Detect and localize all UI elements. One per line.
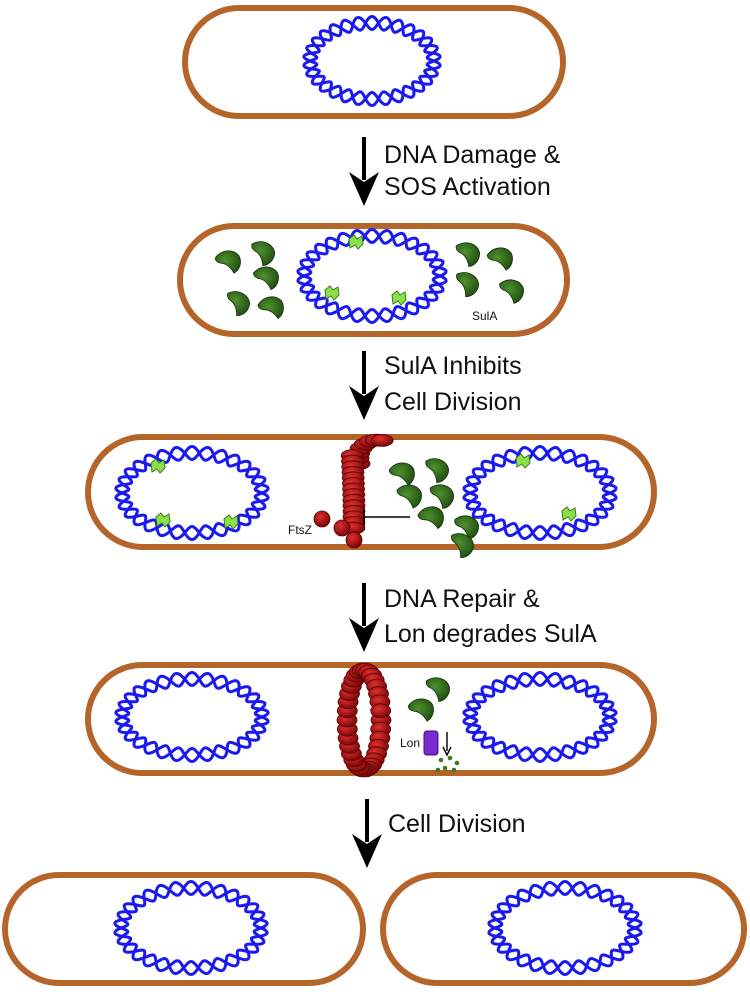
ftsz-ring-unit (370, 703, 392, 719)
ftsz-monomer (345, 531, 363, 549)
sula-protein (396, 484, 422, 509)
step-2-label-line2: Cell Division (384, 388, 522, 416)
sula-protein (227, 291, 251, 317)
sula-protein (456, 272, 480, 298)
dna-ring (114, 444, 270, 542)
cell-5-left (2, 872, 366, 986)
step-arrow (349, 351, 379, 420)
cell-1 (182, 5, 566, 119)
step-arrow (352, 799, 382, 868)
dna-ring (487, 879, 643, 977)
sula-protein (253, 266, 279, 291)
step-2-label-line1: SulA Inhibits (384, 352, 522, 380)
dna-damage-site (223, 514, 239, 530)
sula-protein (451, 533, 475, 559)
dna-damage-site (515, 453, 531, 469)
sula-protein (214, 250, 241, 274)
dna-damage-site (155, 512, 171, 528)
degradation-arrow (442, 732, 452, 757)
dna-ring (302, 14, 442, 108)
sula-fragments (435, 755, 460, 773)
ftsz-polymer-unit (370, 433, 394, 447)
sula-protein (486, 247, 513, 271)
sula-protein (407, 698, 434, 722)
sula-label: SulA (472, 309, 498, 323)
sula-protein (251, 241, 276, 267)
dna-damage-site (150, 458, 166, 474)
step-4-label-line1: Cell Division (388, 810, 526, 838)
ftsz-label: FtsZ (288, 523, 312, 537)
sula-protein (499, 279, 524, 304)
step-3-label-line1: DNA Repair & (384, 585, 540, 613)
dna-damage-site (348, 234, 364, 250)
ftsz-monomer (333, 519, 351, 537)
dna-ring (462, 444, 618, 542)
dna-ring (113, 879, 269, 977)
dna-damage-site (391, 290, 407, 306)
dna-damage-site (324, 285, 340, 301)
lon-protease (423, 730, 439, 756)
dna-damage-site (561, 506, 577, 522)
step-arrow (349, 583, 379, 652)
lon-label: Lon (400, 736, 421, 750)
step-1-label-line2: SOS Activation (384, 173, 551, 201)
step-arrow (349, 137, 379, 206)
sula-protein (455, 242, 480, 267)
step-1-label-line1: DNA Damage & (384, 141, 561, 169)
cell-5-right (380, 872, 747, 986)
inhibition-symbol (363, 508, 410, 526)
sula-protein (257, 296, 284, 320)
sula-protein (417, 506, 444, 530)
dna-ring (114, 670, 270, 764)
dna-ring (462, 670, 618, 764)
ftsz-monomer (313, 510, 331, 528)
dna-ring (296, 227, 448, 325)
sula-protein (425, 458, 450, 484)
step-3-label-line2: Lon degrades SulA (384, 620, 597, 648)
sula-protein (425, 677, 450, 702)
sula-protein (429, 484, 454, 509)
